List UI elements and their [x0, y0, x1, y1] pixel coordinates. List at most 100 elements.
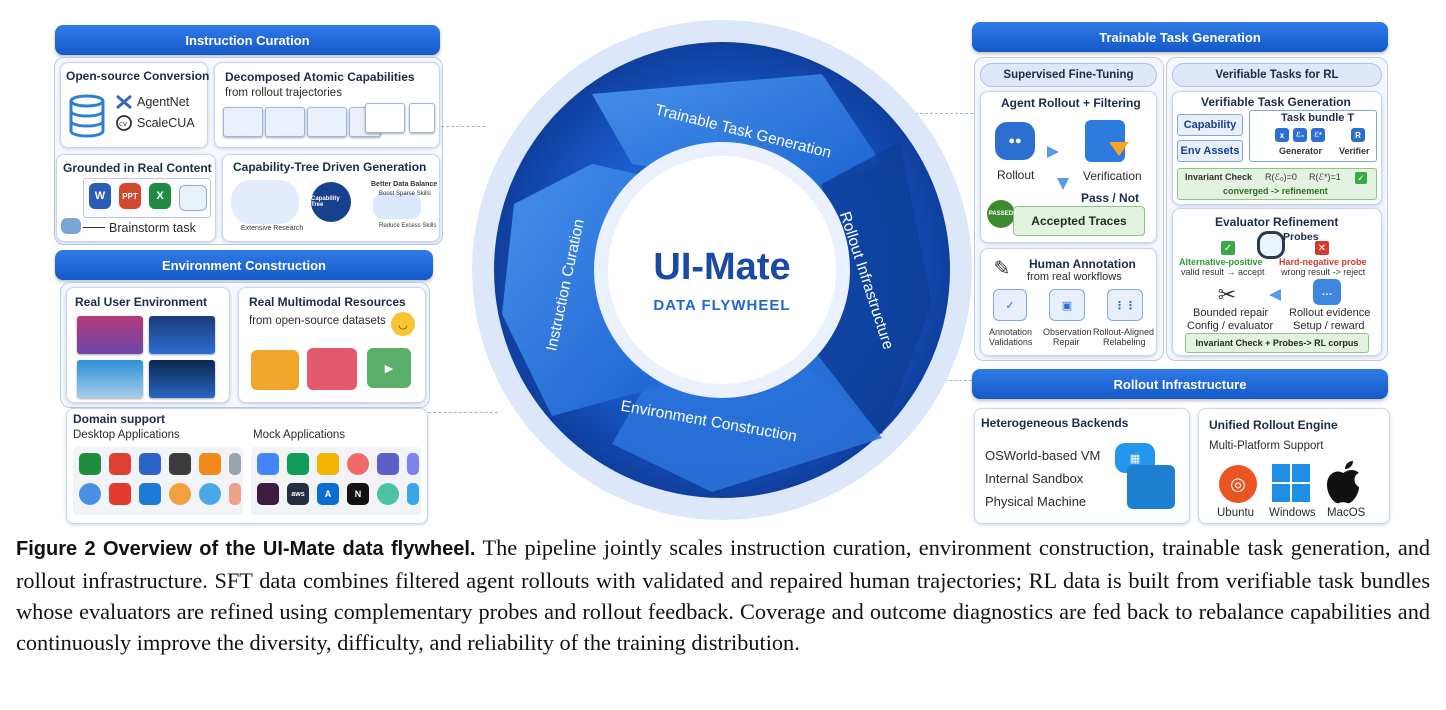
grounded-title: Grounded in Real Content [63, 161, 212, 175]
sheets-app-icon [79, 453, 101, 475]
asana-app-icon [347, 453, 369, 475]
agent-rollout-panel: Agent Rollout + Filtering ●● Rollout Ver… [980, 91, 1157, 243]
caption-label: Figure 2 Overview of the UI-Mate data fl… [16, 538, 476, 560]
trajectory-screen-3 [307, 107, 347, 137]
open-source-title: Open-source Conversion [66, 69, 210, 83]
backend-2: Internal Sandbox [985, 471, 1084, 486]
inkscape-app-icon [169, 453, 191, 475]
robot-small-icon [61, 218, 81, 234]
agent-rollout-title: Agent Rollout + Filtering [1001, 96, 1141, 110]
annotator-icon: ✎ [987, 253, 1017, 283]
wheel-subtitle: DATA FLYWHEEL [653, 297, 790, 314]
hard-negative-desc: wrong result -> reject [1281, 267, 1366, 277]
balance-icon [373, 193, 421, 219]
hard-negative-label: Hard-negative probe [1279, 257, 1367, 267]
blender-app-icon [169, 483, 191, 505]
refinement-title: Evaluator Refinement [1215, 215, 1339, 229]
filter-funnel-icon [1109, 142, 1129, 156]
invariant-label: Invariant Check [1185, 172, 1253, 182]
verification-label: Verification [1083, 169, 1142, 183]
rollout-evidence-label: Rollout evidence [1289, 307, 1371, 319]
extensive-research-label: Extensive Research [241, 225, 304, 232]
upload-icon [409, 103, 435, 133]
passed-stamp-icon: PASSED [987, 200, 1015, 228]
task-bundle-label: Task bundle T [1281, 112, 1355, 124]
engine-title: Unified Rollout Engine [1209, 418, 1338, 432]
human-annotation-subtitle: from real workflows [1027, 271, 1122, 283]
azure-app-icon: A [317, 483, 339, 505]
backends-panel: Heterogeneous Backends OSWorld-based VM … [974, 408, 1190, 524]
evaluator-refinement-panel: Evaluator Refinement Probes ✓ ✕ Alternat… [1172, 208, 1382, 356]
environment-construction-header: Environment Construction [55, 250, 433, 280]
teams-app-icon [377, 453, 399, 475]
alt-positive-desc: valid result → accept [1181, 267, 1265, 277]
acrobat-app-icon [109, 483, 131, 505]
wheel-title: UI-Mate [653, 246, 790, 288]
excel-icon: X [149, 183, 171, 209]
real-user-env-panel: Real User Environment [66, 287, 230, 403]
gimp-app-icon [229, 483, 241, 505]
word-icon: W [89, 183, 111, 209]
flywheel-diagram: UI-Mate DATA FLYWHEEL Trainable Task Gen… [472, 20, 972, 520]
folder-files-icon [251, 350, 299, 390]
capability-tree-panel: Capability-Tree Driven Generation Extens… [222, 154, 440, 242]
step1-line1: Annotation [989, 327, 1033, 337]
env-assets-box: Env Assets [1177, 140, 1243, 162]
ppt-icon: PPT [119, 183, 141, 209]
alt-positive-label: Alternative-positive [1179, 257, 1263, 267]
env-assets-label: Env Assets [1180, 145, 1240, 157]
env-screenshot-3 [77, 360, 143, 398]
capability-label: Capability [1183, 119, 1237, 131]
robot-icon: ●● [995, 122, 1035, 160]
brainstorm-label: Brainstorm task [109, 221, 196, 235]
estar-token-icon: ℰ* [1311, 128, 1325, 142]
mock-apps-label: Mock Applications [253, 429, 346, 441]
docs-app-icon [139, 453, 161, 475]
rollout-arrow [1047, 146, 1059, 158]
env-screenshot-4 [149, 360, 215, 398]
ubuntu-icon: ◎ [1219, 465, 1257, 503]
apple-icon [1327, 461, 1359, 504]
desktop-apps-label: Desktop Applications [73, 429, 180, 441]
caption-text: The pipeline jointly scales instruction … [16, 535, 1431, 655]
verifiable-task-gen-panel: Verifiable Task Generation Capability En… [1172, 91, 1382, 205]
decomposed-atomic-panel: Decomposed Atomic Capabilities from roll… [214, 62, 440, 148]
human-annotation-panel: ✎ Human Annotation from real workflows ✓… [980, 248, 1157, 356]
better-balance-label: Better Data Balance [371, 181, 438, 188]
mock-app-icon-3 [407, 483, 419, 505]
agentnet-label: AgentNet [137, 95, 190, 109]
scalecua-logo-icon: cv [116, 115, 132, 131]
aws-app-icon: aws [287, 483, 309, 505]
misc-app-icon [229, 453, 241, 475]
invariant-check-box [1177, 168, 1377, 200]
env-screenshot-2 [149, 316, 215, 354]
relabeling-icon: ⋮⋮ [1107, 289, 1143, 321]
bounded-repair-desc: Config / evaluator [1187, 320, 1274, 332]
accepted-traces-box: Accepted Traces [1013, 206, 1145, 236]
instruction-curation-header: Instruction Curation [55, 25, 440, 55]
annotation-validation-icon: ✓ [993, 289, 1027, 321]
notion-app-icon: N [347, 483, 369, 505]
chrome-app-icon [79, 483, 101, 505]
spreadsheet-icon [179, 185, 207, 211]
rollout-label: Rollout [997, 168, 1035, 182]
left-arrow [1269, 289, 1281, 301]
segment-right-arrow [808, 142, 932, 434]
r1-label: R(ℰ*)=1 [1309, 172, 1341, 182]
atomic-subtitle: from rollout trajectories [225, 87, 342, 99]
accept-icon: ✓ [1221, 241, 1235, 255]
bounded-repair-label: Bounded repair [1193, 307, 1269, 319]
wps-app-icon [109, 453, 131, 475]
svg-text:cv: cv [119, 120, 127, 128]
gsheets-app-icon [287, 453, 309, 475]
open-source-conversion-panel: Open-source Conversion AgentNet cv Scale… [60, 62, 210, 148]
brainstorm-arrow [83, 227, 105, 228]
step3-line2: Relabeling [1103, 337, 1146, 347]
reduce-label: Reduce Excess Skills [379, 223, 437, 229]
agentnet-logo-icon [116, 94, 132, 110]
real-user-env-title: Real User Environment [75, 295, 208, 309]
rl-corpus-box: Invariant Check + Probes-> RL corpus [1185, 333, 1369, 353]
capability-tree-title: Capability-Tree Driven Generation [233, 160, 427, 174]
magnifier-icon [1257, 231, 1285, 259]
backend-3: Physical Machine [985, 494, 1087, 509]
